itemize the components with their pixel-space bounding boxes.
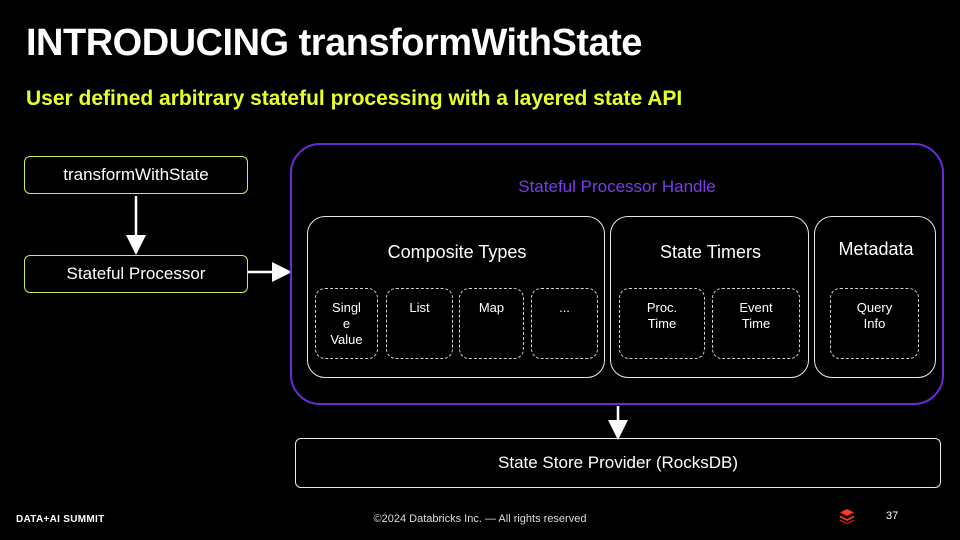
proc-time-item: Proc. Time — [619, 288, 705, 359]
map-item-type: Map — [459, 288, 524, 359]
page-number: 37 — [886, 510, 899, 522]
event-time-item: Event Time — [712, 288, 800, 359]
stateful-processor-label: Stateful Processor — [66, 264, 206, 283]
summit-brand: DATA+AI SUMMIT — [16, 514, 105, 525]
transform-with-state-label: transformWithState — [63, 165, 209, 184]
transform-with-state-box: transformWithState — [24, 156, 248, 194]
metadata-label: Metadata — [838, 239, 914, 259]
copyright-text: ©2024 Databricks Inc. — All rights reser… — [373, 513, 587, 525]
slide-title: INTRODUCING transformWithState — [26, 22, 642, 64]
databricks-logo-icon — [840, 509, 854, 524]
more-items-ellipsis: ... — [531, 288, 598, 359]
stateful-processor-handle-box — [290, 143, 944, 405]
slide-subtitle: User defined arbitrary stateful processi… — [26, 87, 683, 110]
state-store-provider-box: State Store Provider (RocksDB) — [295, 438, 941, 488]
single-value-item: Singl e Value — [315, 288, 378, 359]
state-timers-group: State Timers Proc. Time Event Time — [610, 216, 809, 378]
composite-types-label: Composite Types — [387, 242, 527, 262]
stateful-processor-box: Stateful Processor — [24, 255, 248, 293]
state-store-provider-label: State Store Provider (RocksDB) — [498, 453, 738, 472]
composite-types-group: Composite Types Singl e Value List Map .… — [307, 216, 605, 378]
metadata-group: Metadata Query Info — [814, 216, 936, 378]
query-info-item: Query Info — [830, 288, 919, 359]
list-item-type: List — [386, 288, 453, 359]
stateful-processor-handle-label: Stateful Processor Handle — [518, 177, 716, 196]
state-timers-label: State Timers — [659, 242, 762, 262]
